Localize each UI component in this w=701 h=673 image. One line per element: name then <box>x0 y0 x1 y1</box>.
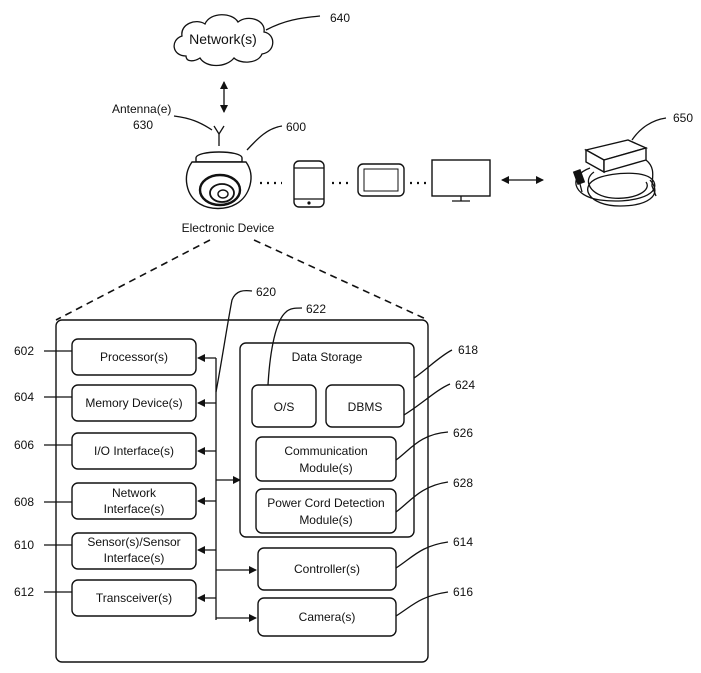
transceiver-label: Transceiver(s) <box>96 591 172 605</box>
pcd-leader <box>395 481 449 513</box>
comm-label-1: Communication <box>284 444 367 458</box>
os-label: O/S <box>274 400 295 414</box>
os-ref: 622 <box>306 302 326 316</box>
bus-leader <box>215 289 253 393</box>
network-label: Network(s) <box>189 31 257 47</box>
communication-module-box: Communication Module(s) <box>255 436 397 482</box>
pcd-label-2: Module(s) <box>299 513 352 527</box>
processor-box: Processor(s) <box>71 338 197 376</box>
net-ref: 608 <box>14 495 34 509</box>
monitor-icon <box>431 159 491 202</box>
memory-ref: 604 <box>14 390 34 404</box>
bus-ref: 620 <box>256 285 276 299</box>
comm-ref: 626 <box>453 426 473 440</box>
cloud-icon <box>173 14 274 67</box>
io-box: I/O Interface(s) <box>71 432 197 470</box>
power-cord-icon <box>572 139 657 207</box>
device-leader <box>246 125 283 151</box>
network-ref: 640 <box>330 11 350 25</box>
smartphone-icon <box>293 160 325 208</box>
os-box: O/S <box>251 384 317 428</box>
antenna-label: Antenna(e) <box>112 102 171 116</box>
expand-line-left <box>55 239 211 321</box>
cord-leader <box>631 117 667 141</box>
processor-ref: 602 <box>14 344 34 358</box>
antenna-icon <box>213 125 225 136</box>
cord-ref: 650 <box>673 111 693 125</box>
comm-label-2: Module(s) <box>299 461 352 475</box>
camera-ref: 616 <box>453 585 473 599</box>
expand-line-right <box>253 239 429 321</box>
sensor-ref: 610 <box>14 538 34 552</box>
data-storage-title: Data Storage <box>292 350 363 364</box>
camera-label: Camera(s) <box>299 610 356 624</box>
memory-box: Memory Device(s) <box>71 384 197 422</box>
sensor-label-1: Sensor(s)/Sensor <box>87 535 180 549</box>
net-label-2: Interface(s) <box>104 502 165 516</box>
memory-label: Memory Device(s) <box>85 396 182 410</box>
io-ref: 606 <box>14 438 34 452</box>
controller-box: Controller(s) <box>257 547 397 591</box>
device-ref: 600 <box>286 120 306 134</box>
controller-label: Controller(s) <box>294 562 360 576</box>
pcd-ref: 628 <box>453 476 473 490</box>
dbms-leader <box>403 383 451 416</box>
storage-ref: 618 <box>458 343 478 357</box>
controller-ref: 614 <box>453 535 473 549</box>
power-cord-detection-box: Power Cord Detection Module(s) <box>255 488 397 534</box>
comm-leader <box>395 431 449 461</box>
network-leader <box>265 15 321 31</box>
os-leader <box>267 307 303 386</box>
io-label: I/O Interface(s) <box>94 444 174 458</box>
antenna-ref: 630 <box>133 118 153 132</box>
network-cloud: Network(s) <box>173 14 274 67</box>
net-label-1: Network <box>112 486 157 500</box>
controller-leader <box>395 541 449 569</box>
dbms-box: DBMS <box>325 384 405 428</box>
dbms-label: DBMS <box>348 400 383 414</box>
camera-leader <box>395 591 449 617</box>
transceiver-box: Transceiver(s) <box>71 579 197 617</box>
sensor-label-2: Interface(s) <box>104 551 165 565</box>
camera-box: Camera(s) <box>257 597 397 637</box>
network-interface-box: Network Interface(s) <box>71 482 197 520</box>
pcd-label-1: Power Cord Detection <box>267 496 384 510</box>
security-camera-icon <box>185 125 252 210</box>
tablet-icon <box>357 163 405 197</box>
storage-leader <box>413 349 453 379</box>
device-label: Electronic Device <box>182 221 275 235</box>
processor-label: Processor(s) <box>100 350 168 364</box>
dbms-ref: 624 <box>455 378 475 392</box>
antenna-leader <box>173 115 213 131</box>
sensor-box: Sensor(s)/Sensor Interface(s) <box>71 532 197 570</box>
transceiver-ref: 612 <box>14 585 34 599</box>
